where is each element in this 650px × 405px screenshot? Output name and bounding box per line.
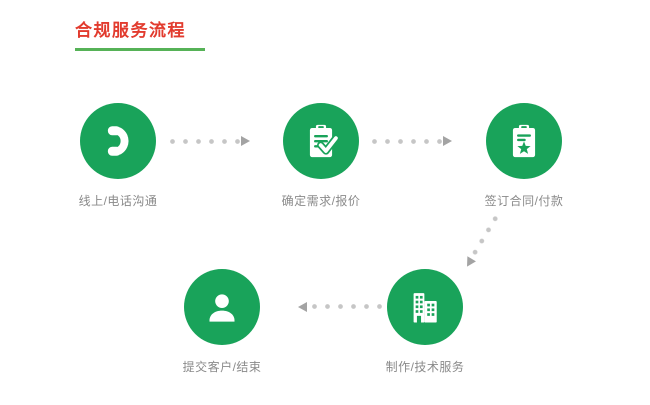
- step-circle: [283, 103, 359, 179]
- step-label: 签订合同/付款: [484, 194, 564, 208]
- phone-icon: [107, 126, 129, 156]
- arrow-head: [443, 136, 452, 146]
- arrow-dotted-line: [307, 304, 386, 310]
- step-label: 线上/电话沟通: [78, 194, 158, 208]
- step-circle: [184, 269, 260, 345]
- flow-step-5: 提交客户/结束: [147, 269, 297, 375]
- arrow-dotted-line: [368, 138, 443, 144]
- arrow-step2-to-step3: [368, 135, 452, 147]
- flow-step-1: 线上/电话沟通: [43, 103, 193, 209]
- arrow-step4-to-step5: [298, 301, 386, 313]
- flow-step-3: 签订合同/付款: [449, 103, 599, 209]
- step-circle: [80, 103, 156, 179]
- step-label: 制作/技术服务: [385, 360, 465, 374]
- clipboard-star-icon: [512, 124, 536, 158]
- header: 合规服务流程: [75, 16, 205, 51]
- building-icon: [413, 293, 437, 323]
- clipboard-check-icon: [309, 124, 340, 158]
- person-icon: [209, 294, 235, 322]
- flow-step-4: 制作/技术服务: [350, 269, 500, 375]
- arrow-step1-to-step2: [166, 135, 250, 147]
- arrow-step3-to-step4: [462, 210, 504, 270]
- arrow-dotted-line: [166, 138, 241, 144]
- flow-step-2: 确定需求/报价: [246, 103, 396, 209]
- step-label: 提交客户/结束: [182, 360, 262, 374]
- page-title: 合规服务流程: [75, 21, 186, 40]
- step-circle: [486, 103, 562, 179]
- step-label: 确定需求/报价: [281, 194, 361, 208]
- arrow-head: [298, 302, 307, 312]
- step-circle: [387, 269, 463, 345]
- title-underline: [75, 48, 205, 51]
- arrow-head: [241, 136, 250, 146]
- arrow-dotted-line: [469, 212, 502, 261]
